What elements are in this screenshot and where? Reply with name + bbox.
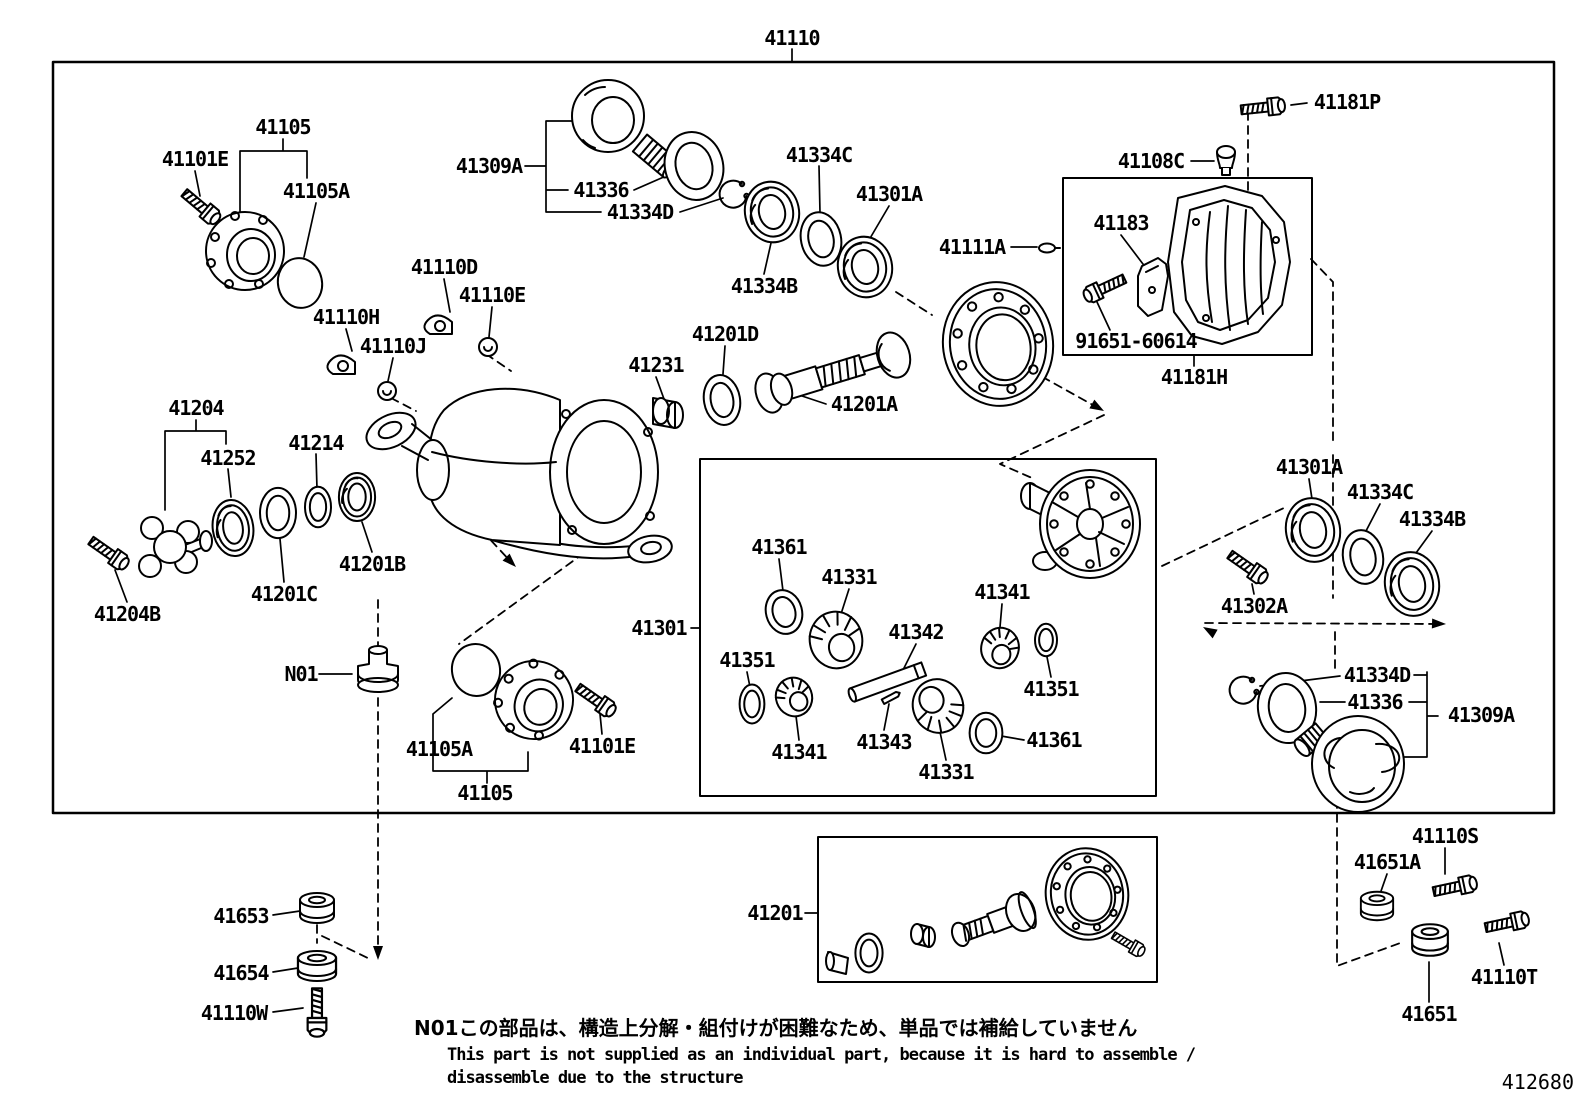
drawing-number: 412680 <box>1501 1070 1574 1094</box>
ring-gear-icon-box3 <box>1039 842 1135 946</box>
o-ring-icon-bottom <box>450 643 502 697</box>
pin-icon-41111A <box>1038 242 1061 254</box>
straight-pin-icon-41343 <box>880 691 901 705</box>
bearing-retainer-icon-top <box>205 211 285 291</box>
note-english-line2: disassemble due to the structure <box>447 1068 744 1088</box>
thrust-washer-icon-41351b <box>1034 623 1058 657</box>
cushion-icon-41653 <box>299 892 335 924</box>
pinion-gear-icon-41341b <box>769 671 819 723</box>
bearing-icon-41252 <box>208 496 258 560</box>
bolt-icon-box3 <box>1109 928 1148 960</box>
bearing-cone-icon-box3 <box>825 951 849 975</box>
oil-seal-icon-41201C <box>259 486 297 540</box>
seal-icon-box3 <box>854 932 884 974</box>
drive-pinion-icon <box>754 331 912 414</box>
breather-plug-icon-41108C <box>1216 145 1236 176</box>
cushion-icon-41651A <box>1359 890 1395 922</box>
clip-icon-41110H <box>326 354 356 375</box>
side-gear-icon-41331a <box>804 606 868 674</box>
washer-icon-41201D <box>698 371 746 429</box>
retainer-bolt-icon-bottom <box>572 679 620 721</box>
carrier-cover-icon <box>1167 185 1291 345</box>
cushion-icon-41654 <box>296 949 338 983</box>
pinion-shaft-icon-41342 <box>847 661 928 703</box>
mount-bolt-icon-41110W <box>306 987 328 1038</box>
cover-bolt-icon-41181P <box>1239 95 1287 120</box>
cover-bolt-icon-91651 <box>1080 269 1130 306</box>
differential-case-icon <box>1020 469 1141 579</box>
grommet-icon-41110E <box>478 337 498 357</box>
snap-ring-icon-top <box>718 179 750 209</box>
leader-lines <box>114 48 1505 1013</box>
thrust-washer-icon-41361b <box>968 711 1004 755</box>
bushing-icon-N01 <box>357 645 399 693</box>
mount-bolt-icon-41110T <box>1482 909 1532 937</box>
sensor-bracket-icon-41183 <box>1137 257 1169 317</box>
bearing-icon-41201B <box>338 472 376 522</box>
front-bearing-icon-top <box>738 175 806 249</box>
final-gear-kit-box <box>817 836 1158 983</box>
thrust-washer-icon-41351a <box>738 683 766 725</box>
side-bearing-icon-41301A-right <box>1279 492 1347 568</box>
drive-pinion-icon-box3 <box>950 891 1037 947</box>
side-gear-icon-41331b <box>904 671 972 741</box>
pinion-gear-icon-41341a <box>975 622 1025 674</box>
spacer-icon-box3 <box>910 923 936 948</box>
side-bearing-icon-41334B-right <box>1378 546 1446 622</box>
bolt-icon-41302A <box>1224 546 1272 588</box>
washer-icon-41214 <box>304 486 332 528</box>
note-japanese: N01この部品は、構造上分解・組付けが困難なため、単品では補給していません <box>414 1016 1138 1040</box>
cushion-icon-41651 <box>1411 923 1449 957</box>
carrier-cover-kit-box <box>1062 177 1313 356</box>
main-assembly-box <box>51 60 1556 815</box>
differential-carrier-icon <box>365 387 673 564</box>
side-gear-shaft-flange-icon <box>138 516 213 578</box>
clip-icon-41110D <box>423 314 453 335</box>
plug-bolt-icon-41204B <box>85 532 133 574</box>
grommet-icon-41110J <box>377 381 397 401</box>
shim-icon-41334C-right <box>1337 525 1389 589</box>
companion-flange-icon-right <box>1293 715 1405 813</box>
mount-bolt-icon-41110S <box>1430 873 1480 901</box>
o-ring-icon-top <box>276 257 324 309</box>
collar-icon-41231 <box>652 397 684 429</box>
note-english-line1: This part is not supplied as an individu… <box>447 1045 1196 1065</box>
thrust-washer-icon-41361a <box>759 585 809 639</box>
snap-ring-icon-right <box>1228 675 1260 705</box>
ring-gear-icon <box>933 273 1063 415</box>
retainer-bolt-icon-top <box>177 185 225 229</box>
